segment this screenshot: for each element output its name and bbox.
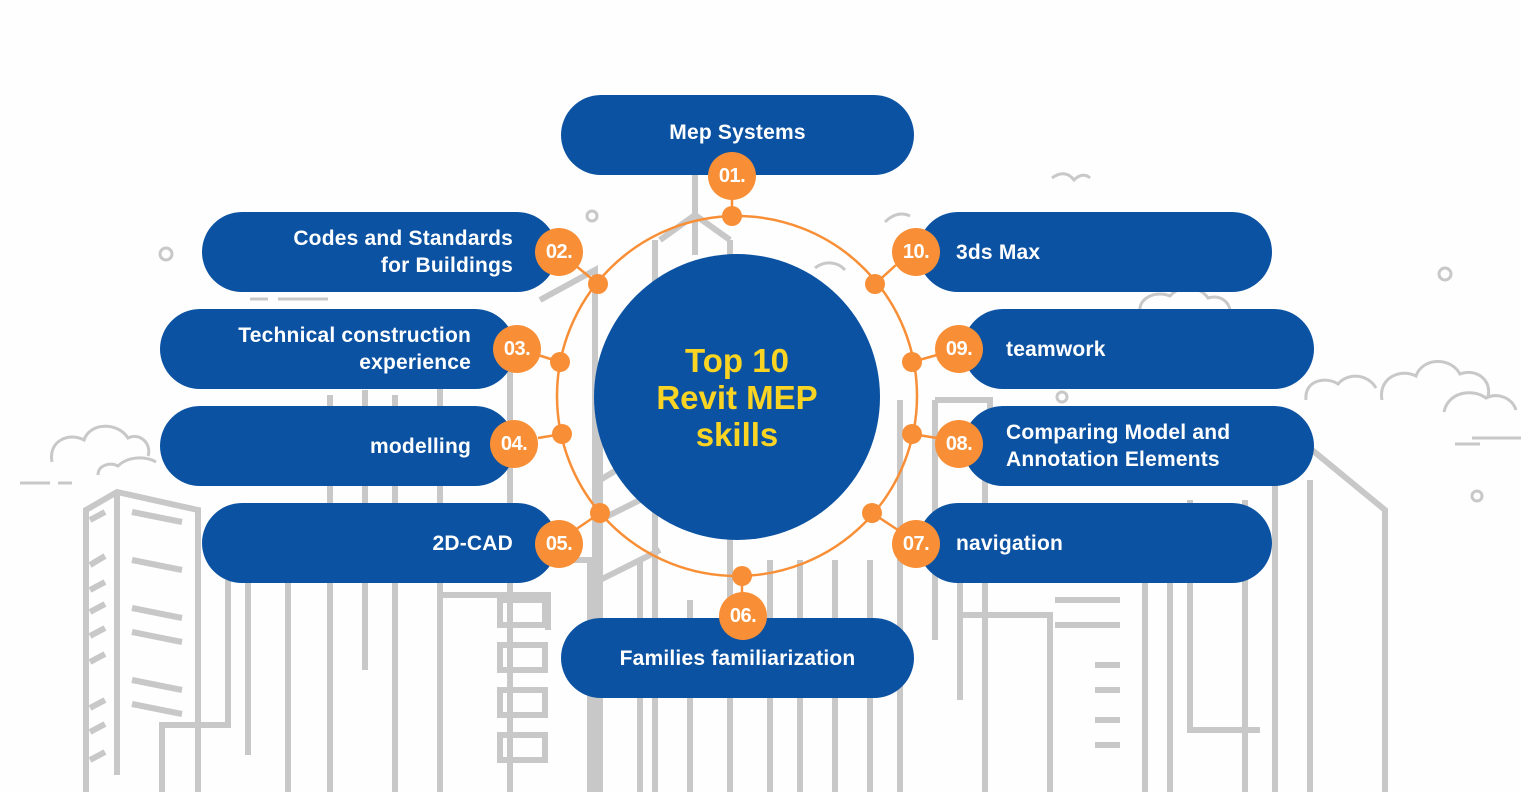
skill-number: 07.: [902, 532, 930, 555]
skill-label: Technical construction experience: [238, 324, 471, 374]
skill-number: 10.: [902, 240, 930, 263]
skill-pill-07: navigation: [918, 503, 1272, 583]
skill-number: 02.: [545, 240, 573, 263]
skill-label: teamwork: [1006, 337, 1106, 361]
connector-dot: [590, 503, 610, 523]
skill-label: Codes and Standards for Buildings: [293, 227, 513, 277]
skill-number-badge-07: 07.: [892, 520, 940, 568]
connector-dot: [862, 503, 882, 523]
skill-number-badge-04: 04.: [490, 420, 538, 468]
skill-pill-03: Technical construction experience: [160, 309, 515, 389]
skill-label: 2D-CAD: [432, 531, 513, 555]
skill-number-badge-08: 08.: [935, 420, 983, 468]
skill-number-badge-05: 05.: [535, 520, 583, 568]
skill-number-badge-06: 06.: [719, 592, 767, 640]
skill-number: 03.: [503, 337, 531, 360]
connector-dot: [902, 424, 922, 444]
skill-pill-09: teamwork: [963, 309, 1314, 389]
skill-number: 04.: [500, 432, 528, 455]
skill-number-badge-10: 10.: [892, 228, 940, 276]
skill-number-badge-01: 01.: [708, 152, 756, 200]
skill-label: Mep Systems: [669, 121, 806, 144]
connector-dot: [550, 352, 570, 372]
skill-label: Families familiarization: [619, 646, 856, 670]
skill-pill-04: modelling: [160, 406, 515, 486]
skill-pill-02: Codes and Standards for Buildings: [202, 212, 557, 292]
connector-dot: [722, 206, 742, 226]
skill-number: 05.: [545, 532, 573, 555]
connector-dot: [588, 274, 608, 294]
cloud-illustration: [20, 172, 1521, 503]
skill-number: 08.: [945, 432, 973, 455]
skill-label: navigation: [956, 531, 1064, 555]
connector-dot: [732, 566, 752, 586]
skill-number: 06.: [729, 604, 757, 627]
skill-label: modelling: [370, 434, 471, 458]
skill-number-badge-09: 09.: [935, 325, 983, 373]
skill-pill-05: 2D-CAD: [202, 503, 557, 583]
skill-number: 09.: [945, 337, 973, 360]
connector-dot: [552, 424, 572, 444]
skill-number-badge-03: 03.: [493, 325, 541, 373]
skill-pill-08: Comparing Model and Annotation Elements: [963, 406, 1314, 486]
connector-dots: [550, 206, 922, 586]
skill-label: 3ds Max: [956, 240, 1041, 264]
skill-pill-10: 3ds Max: [918, 212, 1272, 292]
skill-label: Comparing Model and Annotation Elements: [1006, 421, 1231, 471]
infographic-title: Top 10 Revit MEP skills: [656, 341, 818, 453]
skill-number: 01.: [718, 164, 746, 187]
connector-dot: [902, 352, 922, 372]
left-building-illustration: [83, 488, 291, 792]
connector-dot: [865, 274, 885, 294]
skill-number-badge-02: 02.: [535, 228, 583, 276]
center-hub: Top 10 Revit MEP skills: [594, 254, 880, 540]
